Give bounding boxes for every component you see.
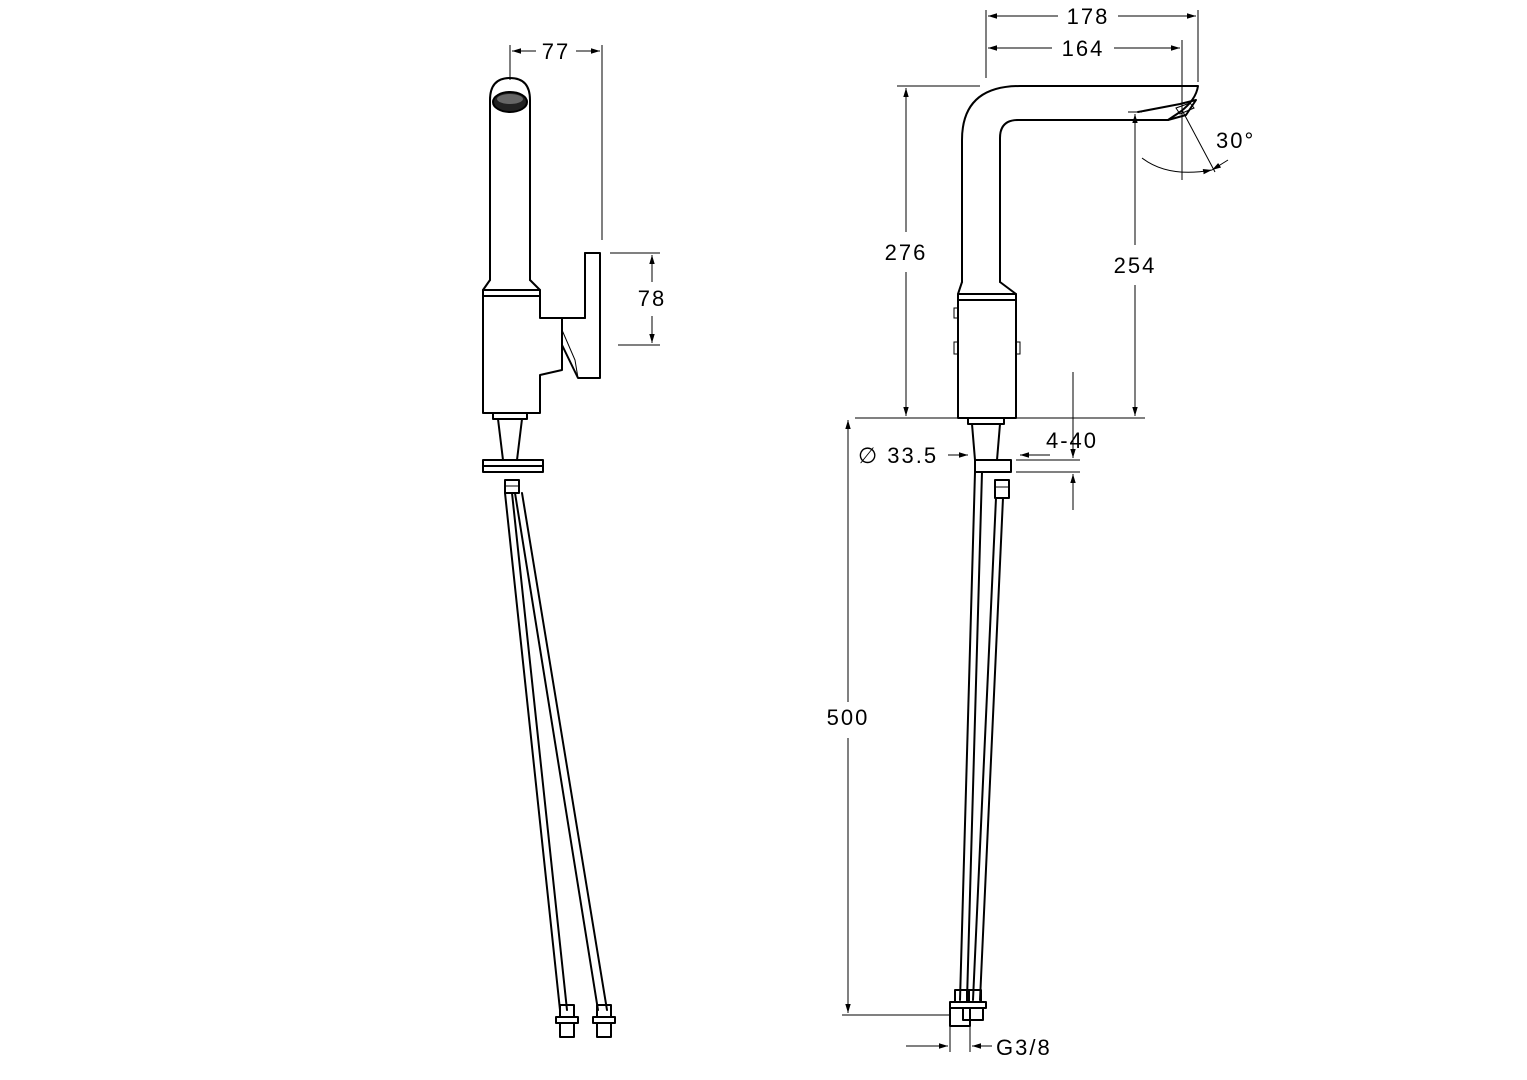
dim-30-degrees: 30° <box>1216 128 1255 153</box>
dim-164: 164 <box>1062 36 1105 61</box>
dim-254: 254 <box>1114 253 1157 278</box>
front-view: 178 164 276 254 30° ∅ 33.5 4-40 <box>827 4 1255 1060</box>
front-outlet <box>1137 99 1197 121</box>
side-handle <box>561 252 601 379</box>
front-mount-washer <box>974 459 1012 473</box>
side-body <box>482 289 563 414</box>
dim-diameter-33-5: ∅ 33.5 <box>858 443 938 468</box>
front-spout <box>961 85 1199 283</box>
dim-500: 500 <box>827 705 870 730</box>
dim-276: 276 <box>885 240 928 265</box>
dim-g3-8: G3/8 <box>996 1035 1052 1060</box>
dim-4-40: 4-40 <box>1046 428 1098 453</box>
front-body <box>957 293 1017 419</box>
side-view: 77 78 <box>482 39 666 1038</box>
front-hoses <box>949 471 1004 1027</box>
dim-178: 178 <box>1067 4 1110 29</box>
side-hoses <box>504 492 616 1038</box>
dim-77: 77 <box>542 39 570 64</box>
dim-78: 78 <box>638 286 666 311</box>
